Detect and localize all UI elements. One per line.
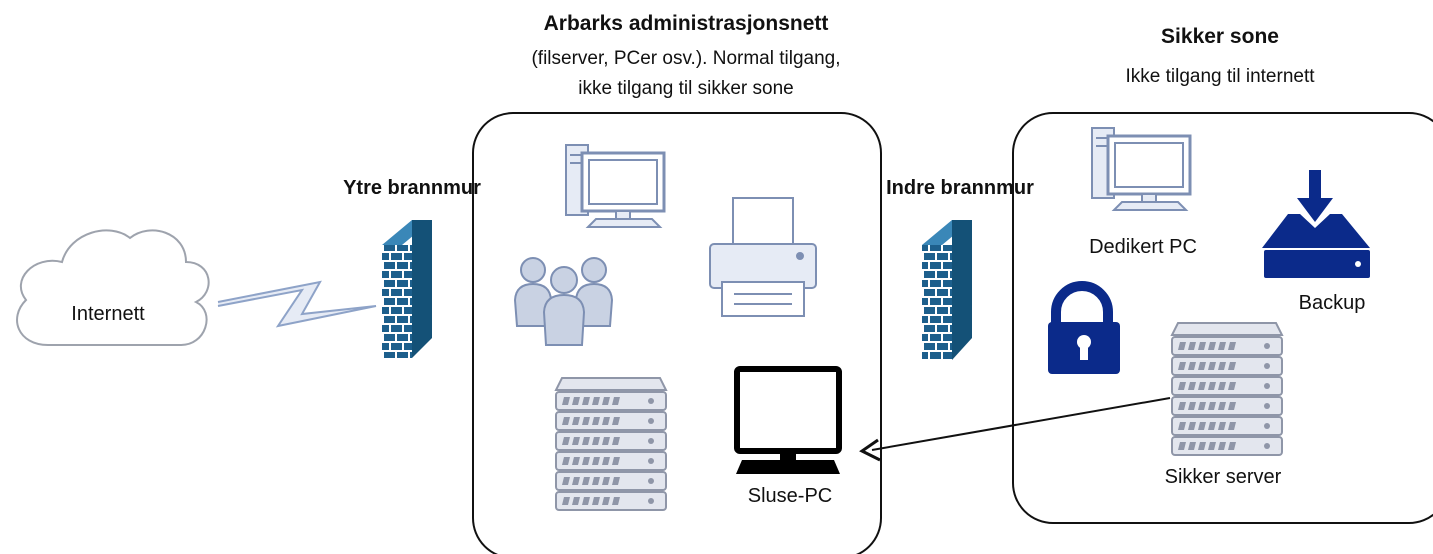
lock-icon (1048, 281, 1120, 374)
desktop-pc-icon (564, 143, 666, 229)
server-rack-icon (1170, 322, 1284, 456)
admin-zone-box (472, 112, 882, 554)
backup-label: Backup (1298, 292, 1366, 314)
admin-zone-subtitle-1: (filserver, PCer osv.). Normal tilgang, (531, 48, 841, 69)
backup-drive-icon (1262, 170, 1370, 278)
outer-firewall-icon (382, 220, 432, 358)
users-group-icon (513, 257, 614, 346)
secure-zone-title: Sikker sone (1161, 25, 1279, 48)
monitor-icon (734, 366, 842, 474)
outer-firewall-label: Ytre brannmur (343, 177, 481, 199)
transfer-arrow (859, 397, 1171, 462)
printer-icon (709, 197, 817, 317)
internet-label: Internett (71, 303, 145, 325)
dedicated-pc-label: Dedikert PC (1089, 236, 1197, 258)
cloud-icon (16, 229, 210, 347)
inner-firewall-icon (922, 220, 972, 360)
inner-firewall-label: Indre brannmur (886, 177, 1034, 199)
server-rack-icon (554, 377, 668, 511)
admin-zone-subtitle-2: ikke tilgang til sikker sone (578, 78, 794, 99)
lightning-link-icon (217, 280, 377, 328)
secure-zone-subtitle: Ikke tilgang til internett (1125, 66, 1315, 87)
desktop-pc-icon (1090, 126, 1192, 212)
secure-zone-box (1012, 112, 1433, 524)
secure-server-label: Sikker server (1164, 466, 1282, 488)
admin-zone-title: Arbarks administrasjonsnett (543, 12, 829, 35)
sluse-pc-label: Sluse-PC (747, 485, 833, 507)
